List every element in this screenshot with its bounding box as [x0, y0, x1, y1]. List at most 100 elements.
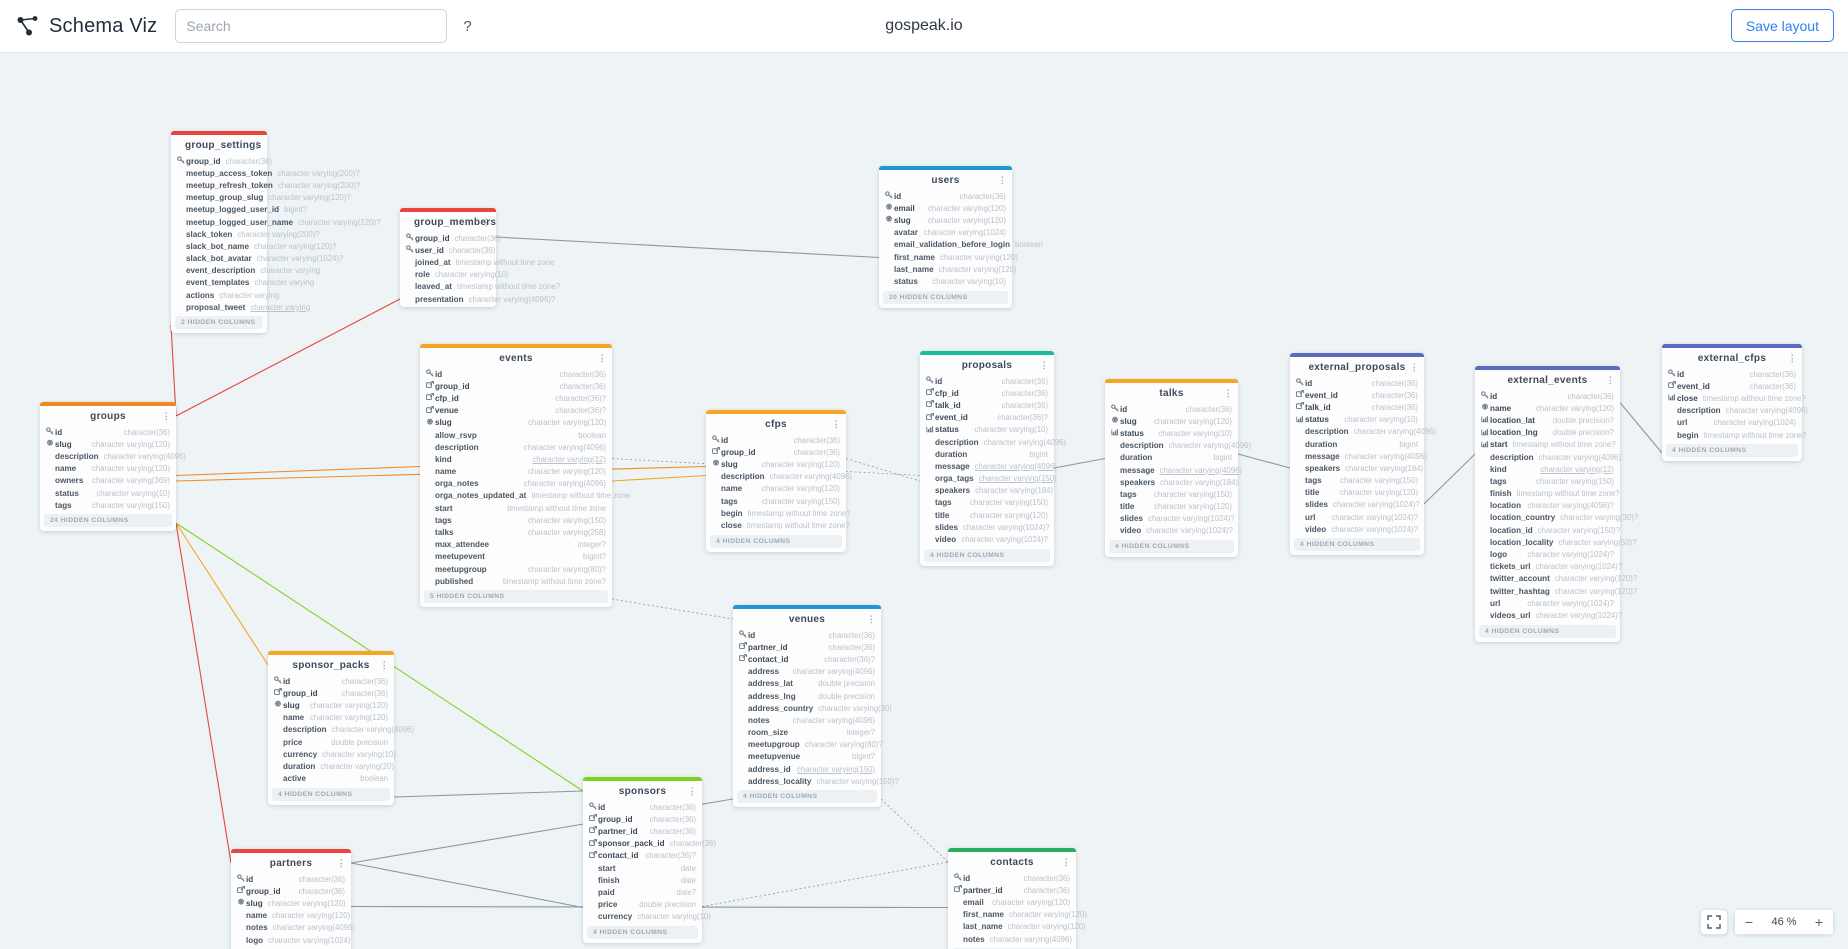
- column-row[interactable]: slack_bot_namecharacter varying(120)?: [171, 240, 267, 252]
- column-row[interactable]: activeboolean: [268, 773, 394, 785]
- column-row[interactable]: descriptioncharacter varying(4096): [706, 471, 846, 483]
- column-row[interactable]: slack_bot_avatarcharacter varying(1024)?: [171, 253, 267, 265]
- schema-canvas[interactable]: group_settings⋮group_idcharacter(36)meet…: [0, 53, 1848, 949]
- column-row[interactable]: urlcharacter varying(1024)?: [1290, 511, 1424, 523]
- column-row[interactable]: starttimestamp without time zone: [420, 502, 612, 514]
- column-row[interactable]: idcharacter(36): [231, 873, 351, 885]
- column-row[interactable]: address_countrycharacter varying(30): [733, 702, 881, 714]
- column-row[interactable]: paiddate?: [583, 886, 702, 898]
- column-row[interactable]: slugcharacter varying(120): [40, 438, 176, 450]
- column-row[interactable]: statuscharacter varying(10): [1105, 427, 1238, 439]
- column-row[interactable]: meetup_logged_user_idbigint?: [171, 204, 267, 216]
- column-row[interactable]: user_idcharacter(36): [400, 244, 496, 256]
- column-row[interactable]: proposal_tweetcharacter varying: [171, 301, 267, 313]
- column-row[interactable]: speakerscharacter varying(184): [1290, 462, 1424, 474]
- column-row[interactable]: speakerscharacter varying(184): [920, 485, 1054, 497]
- column-row[interactable]: namecharacter varying(120): [1475, 402, 1620, 414]
- column-row[interactable]: idcharacter(36): [1105, 403, 1238, 415]
- table-card-groups[interactable]: groups⋮idcharacter(36)slugcharacter vary…: [40, 402, 176, 531]
- help-icon[interactable]: ?: [463, 18, 471, 35]
- zoom-out-button[interactable]: −: [1735, 910, 1763, 934]
- column-row[interactable]: sponsor_pack_idcharacter(36): [583, 838, 702, 850]
- column-row[interactable]: first_namecharacter varying(120): [879, 251, 1012, 263]
- table-card-group_settings[interactable]: group_settings⋮group_idcharacter(36)meet…: [171, 131, 267, 333]
- column-row[interactable]: talk_idcharacter(36): [1290, 401, 1424, 413]
- table-card-users[interactable]: users⋮idcharacter(36)emailcharacter vary…: [879, 166, 1012, 308]
- kebab-menu-icon[interactable]: ⋮: [867, 615, 876, 623]
- column-row[interactable]: contact_idcharacter(36)?: [733, 653, 881, 665]
- column-row[interactable]: namecharacter varying(120): [40, 463, 176, 475]
- column-row[interactable]: videocharacter varying(1024)?: [920, 533, 1054, 545]
- table-card-sponsors[interactable]: sponsors⋮idcharacter(36)group_idcharacte…: [583, 777, 702, 943]
- column-row[interactable]: videos_urlcharacter varying(1024)?: [1475, 609, 1620, 621]
- column-row[interactable]: titlecharacter varying(120): [1290, 487, 1424, 499]
- column-row[interactable]: talkscharacter varying(258): [420, 526, 612, 538]
- column-row[interactable]: durationbigint: [1105, 452, 1238, 464]
- column-row[interactable]: currencycharacter varying(10): [268, 748, 394, 760]
- table-card-cfps[interactable]: cfps⋮idcharacter(36)group_idcharacter(36…: [706, 410, 846, 552]
- column-row[interactable]: address_lngdouble precision: [733, 690, 881, 702]
- column-row[interactable]: meetupgroupcharacter varying(80)?: [420, 563, 612, 575]
- hidden-columns-badge[interactable]: 4 HIDDEN COLUMNS: [1479, 625, 1616, 638]
- kebab-menu-icon[interactable]: ⋮: [380, 661, 389, 669]
- column-row[interactable]: logocharacter varying(1024): [231, 934, 351, 946]
- column-row[interactable]: actionscharacter varying: [171, 289, 267, 301]
- column-row[interactable]: descriptioncharacter varying(4096): [1290, 426, 1424, 438]
- kebab-menu-icon[interactable]: ⋮: [1788, 354, 1797, 362]
- column-row[interactable]: namecharacter varying(120): [706, 483, 846, 495]
- column-row[interactable]: slidescharacter varying(1024)?: [1105, 513, 1238, 525]
- column-row[interactable]: urlcharacter varying(1024)?: [1475, 597, 1620, 609]
- table-card-venues[interactable]: venues⋮idcharacter(36)partner_idcharacte…: [733, 605, 881, 807]
- column-row[interactable]: slack_tokencharacter varying(200)?: [171, 228, 267, 240]
- column-row[interactable]: messagecharacter varying(4096): [1105, 464, 1238, 476]
- column-row[interactable]: idcharacter(36): [40, 426, 176, 438]
- column-row[interactable]: idcharacter(36): [879, 190, 1012, 202]
- column-row[interactable]: slidescharacter varying(1024)?: [1290, 499, 1424, 511]
- column-row[interactable]: partner_idcharacter(36): [583, 825, 702, 837]
- column-row[interactable]: group_idcharacter(36): [583, 813, 702, 825]
- column-row[interactable]: closetimestamp without time zone?: [1662, 392, 1802, 404]
- column-row[interactable]: kindcharacter varying(12): [420, 453, 612, 465]
- column-row[interactable]: group_idcharacter(36): [268, 687, 394, 699]
- column-row[interactable]: event_templatescharacter varying: [171, 277, 267, 289]
- column-row[interactable]: locationcharacter varying(4096)?: [1475, 500, 1620, 512]
- column-row[interactable]: first_namecharacter varying(120): [948, 909, 1076, 921]
- column-row[interactable]: finishdate: [583, 874, 702, 886]
- column-row[interactable]: namecharacter varying(120): [231, 910, 351, 922]
- column-row[interactable]: idcharacter(36): [1475, 390, 1620, 402]
- column-row[interactable]: begintimestamp without time zone?: [706, 507, 846, 519]
- column-row[interactable]: location_lngdouble precision?: [1475, 427, 1620, 439]
- column-row[interactable]: max_attendeeinteger?: [420, 539, 612, 551]
- table-card-talks[interactable]: talks⋮idcharacter(36)slugcharacter varyi…: [1105, 379, 1238, 557]
- column-row[interactable]: addresscharacter varying(4096): [733, 666, 881, 678]
- column-row[interactable]: urlcharacter varying(1024): [1662, 417, 1802, 429]
- column-row[interactable]: room_sizeinteger?: [733, 727, 881, 739]
- column-row[interactable]: statuscharacter varying(10): [920, 424, 1054, 436]
- column-row[interactable]: twitter_hashtagcharacter varying(120)?: [1475, 585, 1620, 597]
- column-row[interactable]: notescharacter varying(4096): [948, 933, 1076, 945]
- column-row[interactable]: idcharacter(36): [706, 434, 846, 446]
- hidden-columns-badge[interactable]: 2 HIDDEN COLUMNS: [175, 316, 263, 329]
- column-row[interactable]: meetupvenuebigint?: [733, 751, 881, 763]
- column-row[interactable]: event_descriptioncharacter varying: [171, 265, 267, 277]
- column-row[interactable]: descriptioncharacter varying(4096): [1662, 405, 1802, 417]
- column-row[interactable]: durationbigint: [920, 448, 1054, 460]
- column-row[interactable]: idcharacter(36): [1290, 377, 1424, 389]
- column-row[interactable]: namecharacter varying(120): [420, 466, 612, 478]
- hidden-columns-badge[interactable]: 4 HIDDEN COLUMNS: [1109, 540, 1234, 553]
- column-row[interactable]: tagscharacter varying(150): [1105, 488, 1238, 500]
- column-row[interactable]: descriptioncharacter varying(4096): [1105, 440, 1238, 452]
- hidden-columns-badge[interactable]: 24 HIDDEN COLUMNS: [44, 514, 172, 527]
- column-row[interactable]: idcharacter(36): [583, 801, 702, 813]
- column-row[interactable]: slugcharacter varying(120): [706, 458, 846, 470]
- column-row[interactable]: notescharacter varying(4096): [733, 714, 881, 726]
- column-row[interactable]: pricedouble precision: [268, 736, 394, 748]
- column-row[interactable]: contact_idcharacter(36)?: [583, 850, 702, 862]
- zoom-controls[interactable]: − 46 % +: [1734, 909, 1834, 935]
- column-row[interactable]: statuscharacter varying(10): [879, 275, 1012, 287]
- column-row[interactable]: address_latdouble precision: [733, 678, 881, 690]
- search-input[interactable]: [175, 9, 447, 43]
- column-row[interactable]: orga_notes_updated_attimestamp without t…: [420, 490, 612, 502]
- column-row[interactable]: finishtimestamp without time zone?: [1475, 488, 1620, 500]
- column-row[interactable]: pricedouble precision: [583, 899, 702, 911]
